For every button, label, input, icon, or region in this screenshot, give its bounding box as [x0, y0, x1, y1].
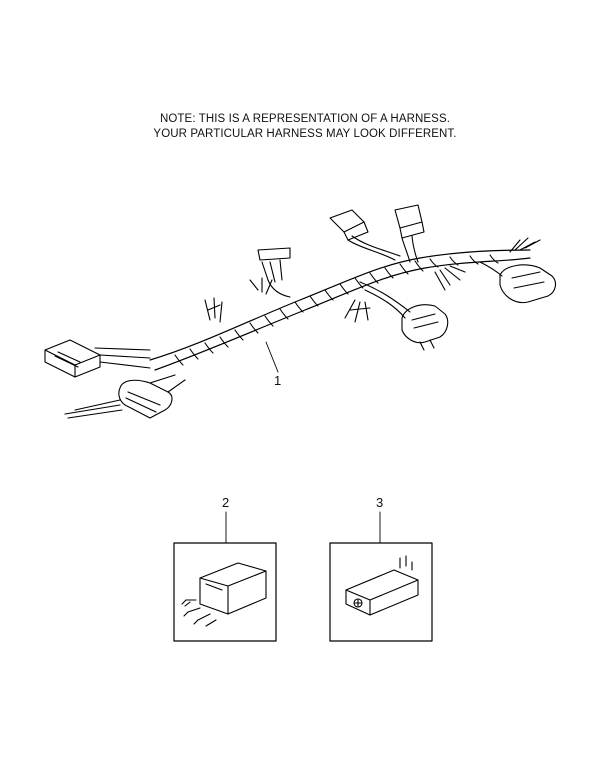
relay-4pin-panel	[173, 511, 277, 642]
harness-note: NOTE: THIS IS A REPRESENTATION OF A HARN…	[0, 112, 610, 142]
wire-harness	[44, 204, 557, 419]
left-block-connector	[44, 339, 151, 378]
lower-left-connector	[64, 374, 186, 419]
lower-right-connector	[401, 304, 449, 351]
relay-mini-panel	[329, 511, 433, 642]
note-line-2: YOUR PARTICULAR HARNESS MAY LOOK DIFFERE…	[153, 128, 457, 140]
harness-braid	[174, 254, 499, 366]
note-line-1: NOTE: THIS IS A REPRESENTATION OF A HARN…	[159, 113, 451, 125]
wire-tufts	[204, 237, 541, 323]
top-connector-b	[394, 204, 425, 263]
callout-1-leader	[265, 341, 279, 373]
callout-3: 3	[376, 495, 384, 510]
callout-1: 1	[274, 373, 282, 388]
right-connector	[479, 261, 557, 304]
relay-4pin-icon	[181, 562, 267, 627]
top-mid-connector	[257, 247, 291, 298]
relay-mini-icon	[345, 555, 419, 616]
callout-2: 2	[222, 495, 230, 510]
top-connector-a	[329, 209, 401, 261]
